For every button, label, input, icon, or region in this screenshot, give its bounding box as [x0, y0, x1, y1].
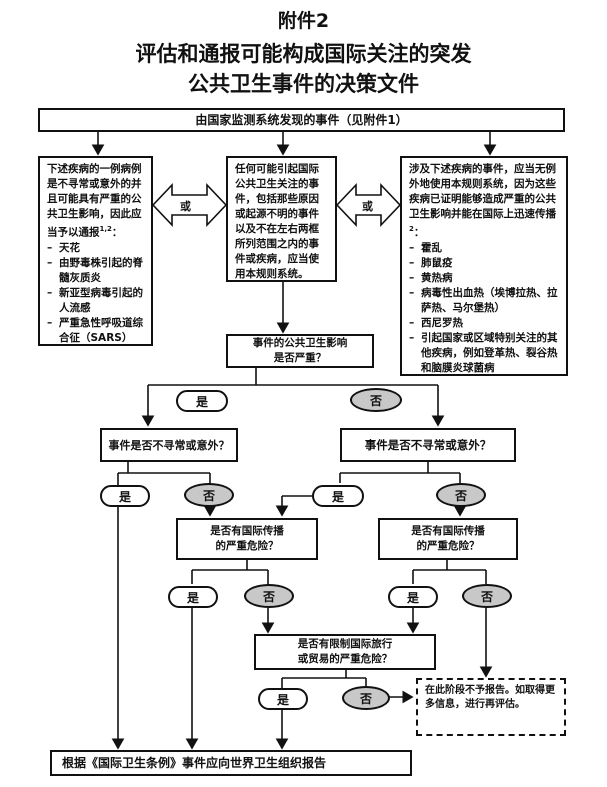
always-apply-list: 霍乱 肺鼠疫 黄热病 病毒性出血热（埃博拉热、拉萨热、马尔堡热） 西尼罗热 引起…	[409, 241, 559, 376]
notifiable-intro-footnote: 1,2	[99, 225, 112, 233]
annex-label: 附件2	[277, 10, 330, 32]
serious-impact-line2: 是否严重？	[273, 352, 327, 364]
list-item: 病毒性出血热（埃博拉热、拉萨热、马尔堡热）	[409, 286, 559, 316]
notifiable-intro: 下述疾病的一例病例是不寻常或意外的并且可能具有严重的公共卫生影响，因此应当予以通…	[47, 163, 142, 239]
list-item: 黄热病	[409, 271, 559, 286]
or-label-left: 或	[180, 200, 191, 213]
restriction-question: 是否有限制国际旅行 或贸易的严重危险？	[254, 634, 436, 670]
list-item: 天花	[47, 241, 144, 256]
not-report-box: 在此阶段不予报告。如取得更多信息，进行再评估。	[416, 678, 566, 736]
list-item: 新亚型病毒引起的人流感	[47, 286, 144, 316]
no-pill-spread-left: 否	[244, 584, 294, 608]
serious-impact-question: 事件的公共卫生影响 是否严重？	[226, 334, 374, 368]
list-item: 引起国家或区域特别关注的其他疾病，例如登革热、裂谷热和脑膜炎球菌病	[409, 331, 559, 376]
or-label-right: 或	[362, 200, 373, 213]
list-item: 严重急性呼吸道综合征（SARS）	[47, 316, 144, 346]
report-to-who-text: 根据《国际卫生条例》事件应向世界卫生组织报告	[62, 755, 327, 770]
no-pill-unusual-left: 否	[184, 483, 234, 507]
list-item: 西尼罗热	[409, 316, 559, 331]
page-title-line1: 评估和通报可能构成国际关注的突发	[135, 42, 472, 66]
spread-question-right: 是否有国际传播 的严重危险？	[378, 518, 518, 560]
any-event-text: 任何可能引起国际公共卫生关注的事件，包括那些原因或起源不明的事件以及不在左右两框…	[235, 163, 319, 280]
yes-pill-spread-left: 是	[168, 586, 218, 608]
surveillance-event-box: 由国家监测系统发现的事件（见附件1）	[38, 108, 565, 132]
unusual-question-left: 事件是否不寻常或意外？	[100, 428, 238, 462]
no-pill-unusual-right: 否	[436, 483, 486, 507]
no-pill-spread-right: 否	[462, 584, 512, 608]
notifiable-list: 天花 由野毒株引起的脊髓灰质炎 新亚型病毒引起的人流感 严重急性呼吸道综合征（S…	[47, 241, 144, 346]
any-event-box: 任何可能引起国际公共卫生关注的事件，包括那些原因或起源不明的事件以及不在左右两框…	[226, 156, 337, 282]
yes-pill-unusual-left: 是	[100, 485, 150, 507]
surveillance-event-text: 由国家监测系统发现的事件（见附件1）	[195, 112, 408, 127]
yes-pill-serious: 是	[176, 390, 228, 412]
list-item: 由野毒株引起的脊髓灰质炎	[47, 256, 144, 286]
yes-pill-unusual-right: 是	[312, 485, 364, 507]
yes-pill-restriction: 是	[258, 688, 308, 710]
always-apply-diseases-box: 涉及下述疾病的事件，应当无例外地使用本规则系统，因为这些疾病已证明能够造成严重的…	[400, 156, 568, 376]
spread-question-left: 是否有国际传播 的严重危险？	[176, 518, 318, 560]
notifiable-diseases-box: 下述疾病的一例病例是不寻常或意外的并且可能具有严重的公共卫生影响，因此应当予以通…	[38, 156, 153, 346]
always-apply-intro-footnote: 2	[409, 225, 414, 233]
unusual-question-right: 事件是否不寻常或意外？	[340, 428, 516, 462]
no-pill-serious: 否	[350, 388, 402, 412]
page-title-line2: 公共卫生事件的决策文件	[188, 72, 419, 96]
serious-impact-line1: 事件的公共卫生影响	[252, 337, 348, 349]
no-pill-restriction: 否	[342, 686, 390, 710]
report-to-who-box: 根据《国际卫生条例》事件应向世界卫生组织报告	[50, 750, 412, 776]
always-apply-intro: 涉及下述疾病的事件，应当无例外地使用本规则系统，因为这些疾病已证明能够造成严重的…	[409, 163, 556, 239]
list-item: 霍乱	[409, 241, 559, 256]
not-report-text: 在此阶段不予报告。如取得更多信息，进行再评估。	[425, 685, 555, 710]
list-item: 肺鼠疫	[409, 256, 559, 271]
yes-pill-spread-right: 是	[388, 586, 438, 608]
